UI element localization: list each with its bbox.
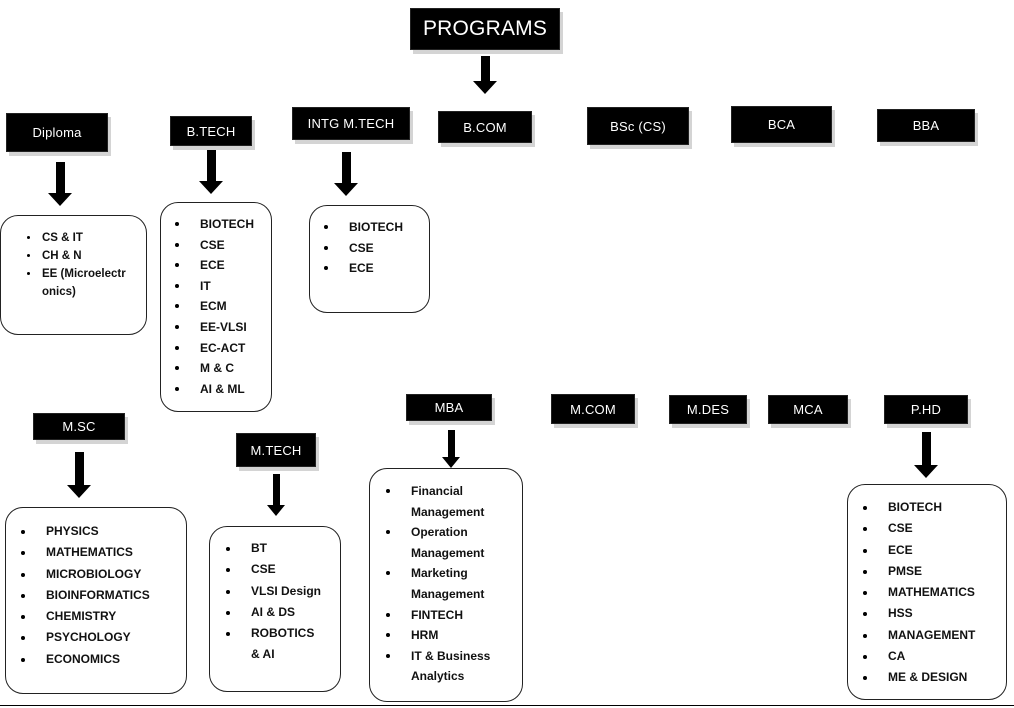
mdes-node: M.DES: [669, 395, 747, 424]
phd-specializations-list: BIOTECH CSE ECE PMSE MATHEMATICS HSS MAN…: [862, 497, 975, 689]
list-item: BIOTECH: [324, 217, 403, 238]
list-item: BIOTECH: [862, 497, 975, 518]
list-item: BIOINFORMATICS: [21, 585, 150, 606]
mca-node: MCA: [768, 395, 848, 424]
programs-root-label: PROGRAMS: [422, 17, 548, 40]
list-item: CHEMISTRY: [21, 606, 150, 627]
bsc-label: BSc (CS): [610, 118, 666, 134]
msc-specializations-list: PHYSICS MATHEMATICS MICROBIOLOGY BIOINFO…: [21, 521, 150, 670]
mtech-label: M.TECH: [250, 442, 302, 458]
list-item: IT: [175, 276, 254, 297]
mtech-specializations-list: BT CSE VLSI Design AI & DS ROBOTICS & AI: [225, 538, 321, 666]
bca-node: BCA: [731, 106, 832, 143]
list-item: HRM: [386, 625, 499, 646]
phd-specializations-box: BIOTECH CSE ECE PMSE MATHEMATICS HSS MAN…: [847, 484, 1007, 700]
list-item: MATHEMATICS: [21, 542, 150, 563]
mba-specializations-list: Financial Management Operation Managemen…: [386, 481, 499, 687]
list-item: ECM: [175, 296, 254, 317]
list-item: HSS: [862, 603, 975, 624]
msc-label: M.SC: [62, 419, 96, 434]
intg-mtech-label: INTG M.TECH: [307, 116, 395, 131]
btech-specializations-list: BIOTECH CSE ECE IT ECM EE-VLSI EC-ACT M …: [175, 214, 254, 400]
mba-down-arrow-icon: [441, 430, 461, 468]
list-item: CSE: [225, 559, 321, 580]
mtech-down-arrow-icon: [266, 474, 286, 516]
mca-label: MCA: [793, 402, 823, 417]
list-item: Financial Management: [386, 481, 499, 522]
list-item: ROBOTICS & AI: [226, 623, 321, 666]
list-item: Operation Management: [386, 522, 499, 563]
btech-node: B.TECH: [170, 116, 252, 146]
list-item: ECE: [862, 540, 975, 561]
list-item: IT & Business Analytics: [386, 646, 499, 687]
list-item: PHYSICS: [21, 521, 150, 542]
list-item: BT: [225, 538, 321, 559]
list-item: EE (Microelectronics): [27, 265, 130, 301]
mba-node: MBA: [406, 394, 492, 421]
diploma-specializations-list: CS & IT CH & N EE (Microelectronics): [27, 229, 130, 301]
phd-label: P.HD: [910, 402, 942, 417]
list-item: M & C: [175, 358, 254, 379]
mdes-label: M.DES: [686, 402, 730, 417]
msc-specializations-box: PHYSICS MATHEMATICS MICROBIOLOGY BIOINFO…: [5, 507, 187, 694]
list-item: Marketing Management: [386, 563, 499, 604]
root-down-arrow-icon: [472, 56, 498, 94]
bcom-label: B.COM: [463, 119, 507, 135]
intg-mtech-down-arrow-icon: [334, 152, 358, 196]
list-item: CA: [862, 646, 975, 667]
list-item: ECONOMICS: [21, 649, 150, 670]
list-item: CSE: [324, 238, 403, 259]
btech-down-arrow-icon: [199, 150, 223, 194]
btech-specializations-box: BIOTECH CSE ECE IT ECM EE-VLSI EC-ACT M …: [160, 202, 272, 412]
msc-node: M.SC: [33, 413, 125, 440]
list-item: AI & ML: [175, 379, 254, 400]
bsc-node: BSc (CS): [587, 107, 689, 145]
mba-specializations-box: Financial Management Operation Managemen…: [369, 468, 523, 702]
mba-label: MBA: [434, 400, 464, 415]
intg-mtech-specializations-list: BIOTECH CSE ECE: [324, 217, 403, 279]
list-item: EE-VLSI: [175, 317, 254, 338]
list-item: ECE: [324, 258, 403, 279]
bba-label: BBA: [912, 118, 940, 133]
page-bottom-rule: [0, 705, 1014, 706]
list-item: CSE: [862, 518, 975, 539]
list-item: MATHEMATICS: [862, 582, 975, 603]
intg-mtech-specializations-box: BIOTECH CSE ECE: [309, 205, 430, 313]
list-item: PSYCHOLOGY: [21, 627, 150, 648]
list-item: FINTECH: [386, 605, 499, 626]
list-item: EC-ACT: [175, 338, 254, 359]
bcom-node: B.COM: [438, 111, 532, 143]
programs-root-node: PROGRAMS: [410, 8, 560, 50]
list-item: ECE: [175, 255, 254, 276]
list-item: PMSE: [862, 561, 975, 582]
phd-down-arrow-icon: [914, 432, 938, 478]
list-item: MANAGEMENT: [862, 625, 975, 646]
bba-node: BBA: [877, 109, 975, 142]
msc-down-arrow-icon: [66, 452, 92, 498]
mcom-node: M.COM: [551, 394, 635, 424]
mtech-node: M.TECH: [236, 433, 316, 467]
list-item: ME & DESIGN: [862, 667, 975, 688]
diploma-down-arrow-icon: [48, 162, 72, 206]
list-item: MICROBIOLOGY: [21, 564, 150, 585]
list-item: CS & IT: [27, 229, 130, 247]
mcom-label: M.COM: [570, 401, 616, 417]
diploma-specializations-box: CS & IT CH & N EE (Microelectronics): [0, 215, 147, 335]
diploma-label: Diploma: [32, 125, 82, 140]
list-item: AI & DS: [225, 602, 321, 623]
list-item: CSE: [175, 235, 254, 256]
bca-label: BCA: [767, 117, 796, 132]
list-item: BIOTECH: [175, 214, 254, 235]
mtech-specializations-box: BT CSE VLSI Design AI & DS ROBOTICS & AI: [209, 526, 341, 692]
diploma-node: Diploma: [6, 113, 108, 152]
list-item: VLSI Design: [225, 581, 321, 602]
btech-label: B.TECH: [186, 123, 236, 139]
list-item: CH & N: [27, 247, 130, 265]
phd-node: P.HD: [884, 395, 968, 424]
intg-mtech-node: INTG M.TECH: [292, 107, 410, 140]
